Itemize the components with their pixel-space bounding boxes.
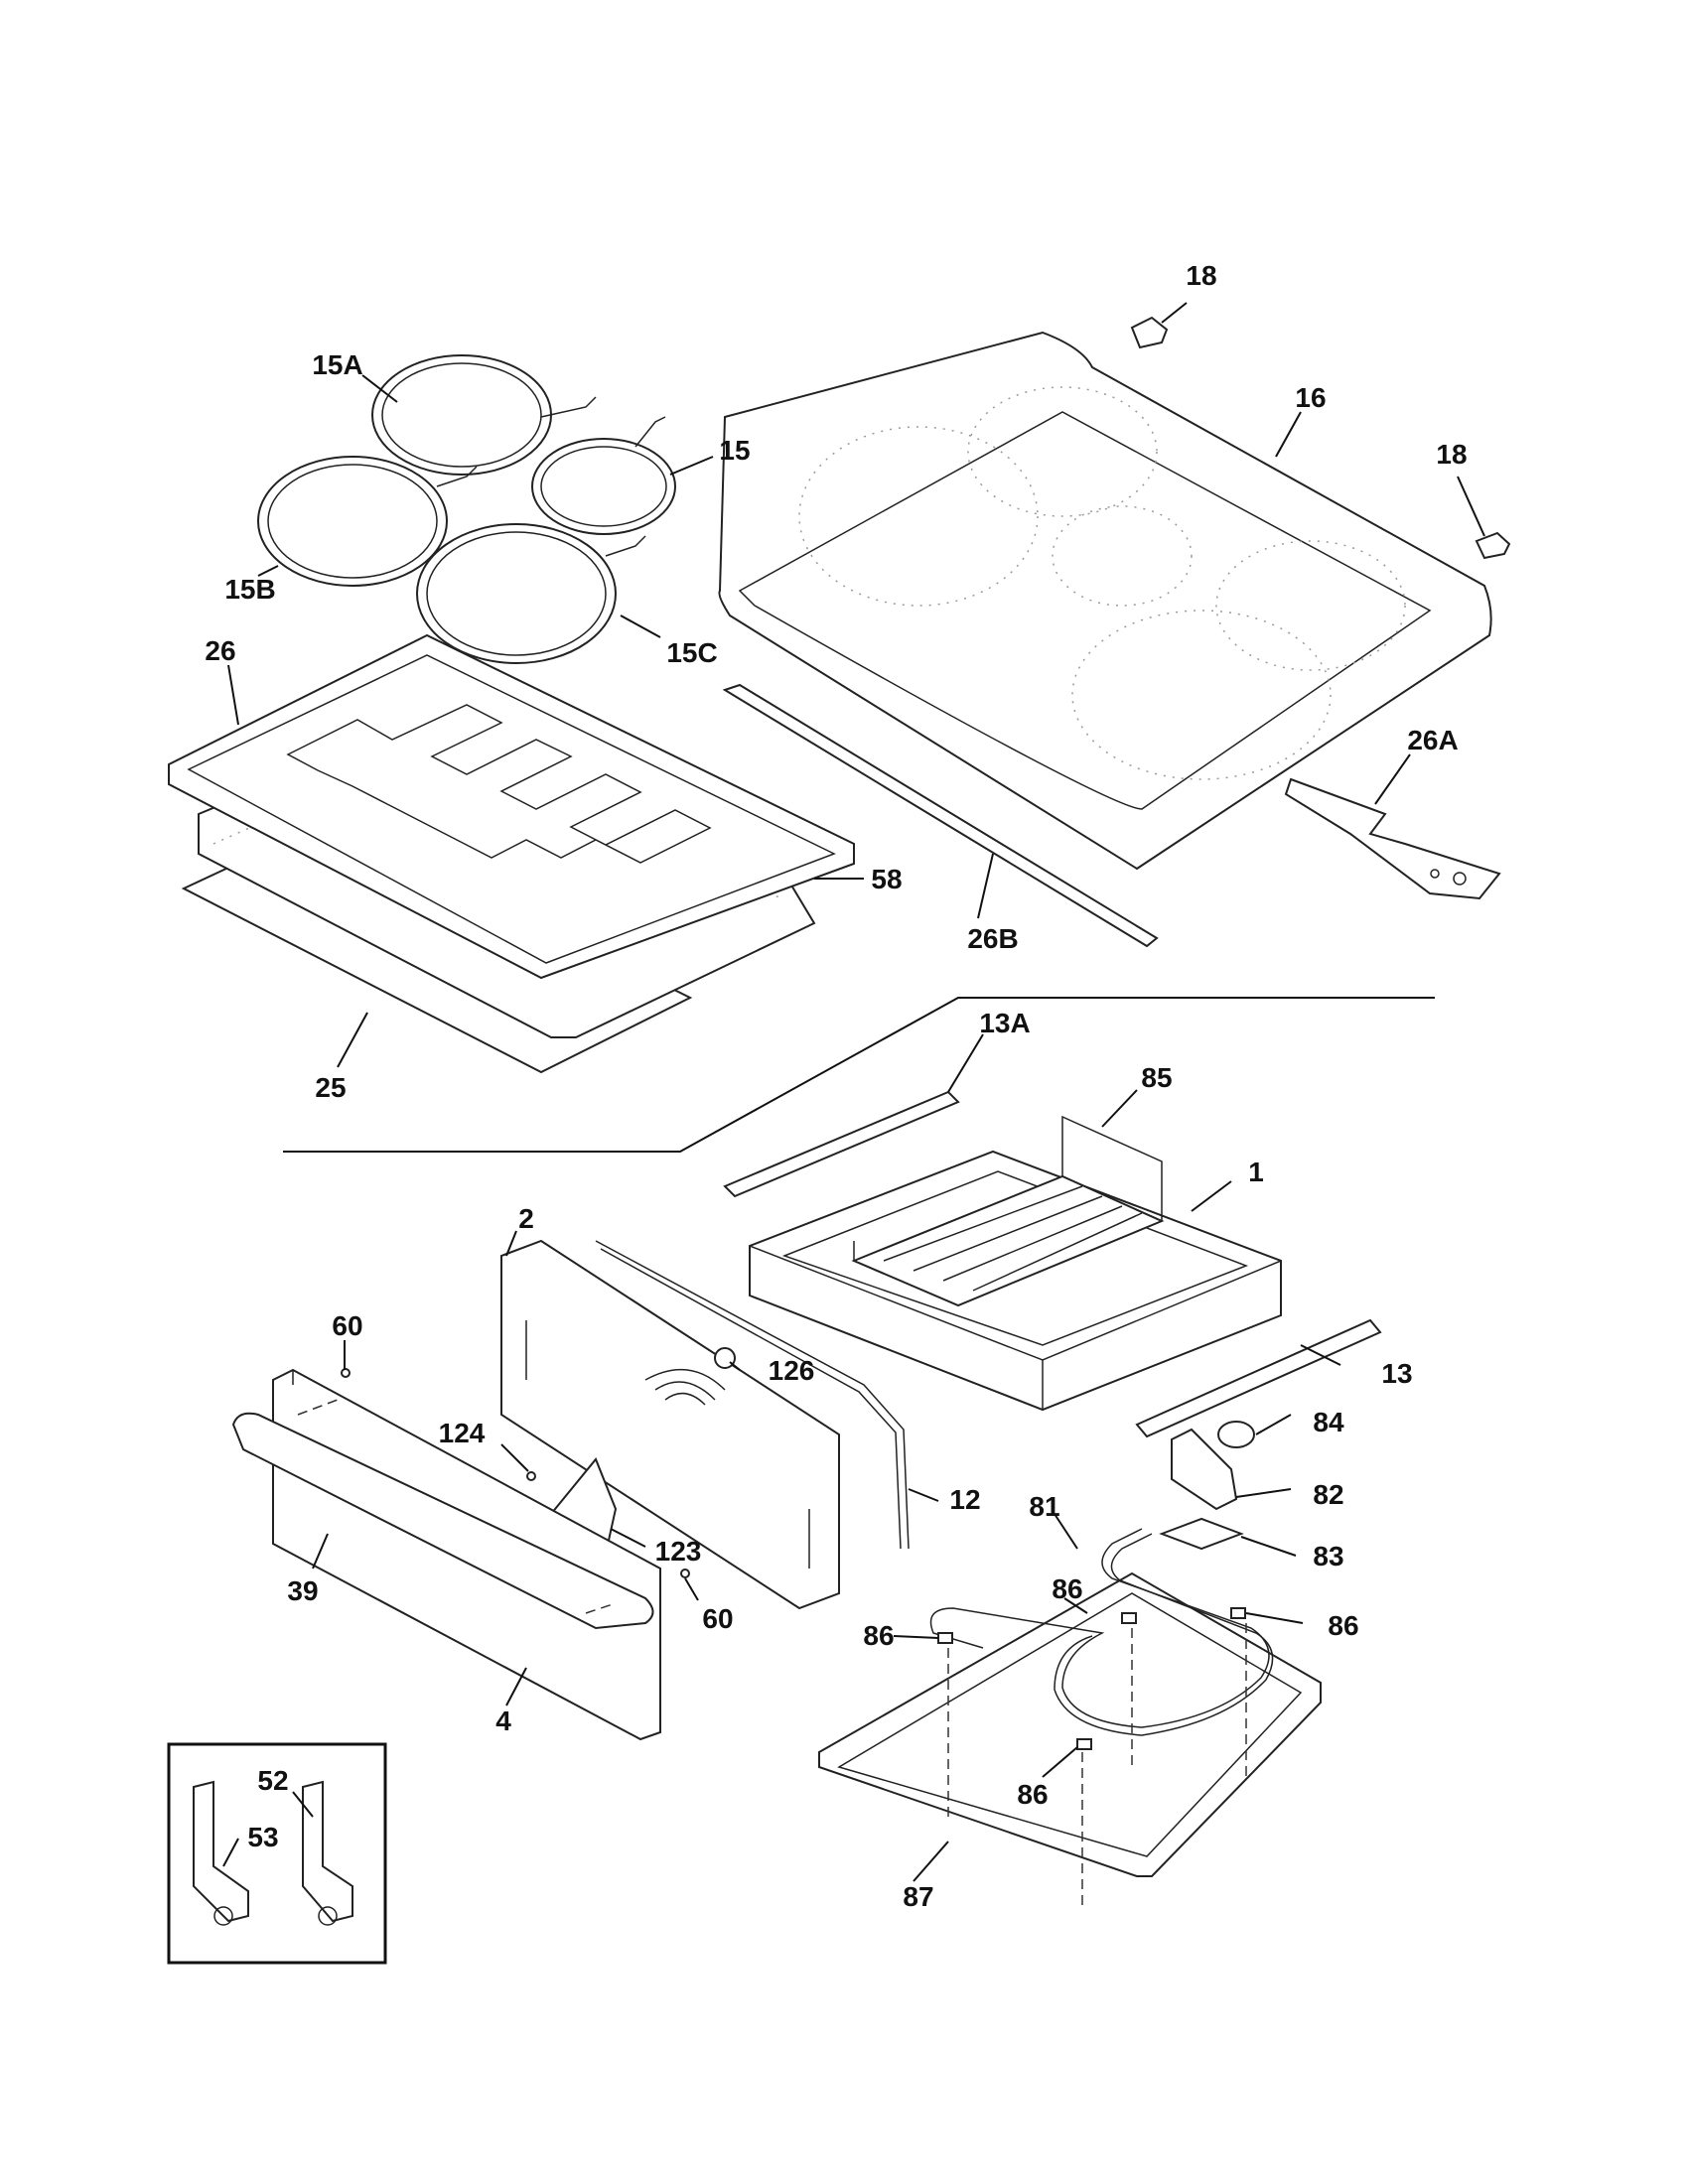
part-12-gasket: [595, 1240, 910, 1550]
label-18-top: 18: [1186, 260, 1216, 291]
part-60-screw-bottom: [680, 1569, 690, 1578]
part-82-bracket: [1171, 1428, 1238, 1511]
label-1: 1: [1248, 1157, 1264, 1187]
part-85-rack: [851, 1115, 1165, 1307]
label-85: 85: [1141, 1062, 1172, 1093]
label-13: 13: [1381, 1358, 1412, 1389]
part-83-plate: [1159, 1517, 1244, 1551]
label-87: 87: [903, 1881, 933, 1912]
label-15: 15: [719, 435, 750, 466]
leader-lines: [222, 302, 1485, 1882]
label-15A: 15A: [312, 349, 362, 380]
label-58: 58: [871, 864, 902, 894]
label-86-lower: 86: [1017, 1779, 1048, 1810]
label-26A: 26A: [1407, 725, 1458, 755]
part-126-knob: [714, 1347, 736, 1369]
part-87-bottom-pan: [818, 1571, 1322, 1877]
label-39: 39: [287, 1575, 318, 1606]
label-86-upper: 86: [1052, 1573, 1082, 1604]
part-124-screw: [526, 1471, 536, 1481]
part-18-clip-top: [1130, 316, 1169, 349]
label-4: 4: [495, 1706, 511, 1736]
label-15B: 15B: [224, 574, 275, 605]
label-2: 2: [518, 1203, 534, 1234]
part-2-drawer-panel: [500, 1239, 840, 1610]
part-15-burner: [531, 416, 676, 535]
label-86-left: 86: [863, 1620, 894, 1651]
mounting-guides: [947, 1623, 1247, 1911]
label-123: 123: [655, 1536, 702, 1567]
label-16: 16: [1295, 382, 1326, 413]
part-13-slide: [1135, 1318, 1382, 1438]
part-81-bake-element: [929, 1528, 1274, 1736]
part-53-glide: [193, 1780, 249, 1923]
label-60-bottom: 60: [702, 1603, 733, 1634]
part-15C-burner: [416, 523, 646, 664]
part-15A-burner: [371, 354, 597, 476]
part-18-clip-right: [1475, 531, 1511, 560]
callout-labels: 18 16 18 15A 15 15B 15C 26 26A 26B 58 25…: [205, 260, 1467, 1912]
label-81: 81: [1029, 1491, 1059, 1522]
part-39-handle: [231, 1399, 654, 1630]
label-82: 82: [1313, 1479, 1343, 1510]
part-86-clips: [937, 1607, 1246, 1750]
label-12: 12: [949, 1484, 980, 1515]
label-13A: 13A: [979, 1008, 1030, 1038]
part-52-glide: [302, 1780, 353, 1923]
label-126: 126: [769, 1355, 815, 1386]
part-84-thermostat: [1217, 1421, 1255, 1448]
label-86-right: 86: [1328, 1610, 1358, 1641]
label-26: 26: [205, 635, 235, 666]
label-52: 52: [257, 1765, 288, 1796]
label-124: 124: [439, 1418, 486, 1448]
part-60-screw-top: [341, 1368, 351, 1378]
inset-box: [167, 1742, 387, 1965]
part-16-cooktop-glass: [718, 331, 1492, 871]
part-26A-bracket: [1284, 777, 1501, 900]
label-26B: 26B: [967, 923, 1018, 954]
part-13A-slide: [723, 1090, 960, 1198]
part-26-frame: [168, 633, 855, 980]
part-15B-burner: [257, 456, 478, 587]
label-60-top: 60: [332, 1310, 362, 1341]
label-18-right: 18: [1436, 439, 1467, 470]
part-26B-trim: [722, 683, 1159, 948]
label-84: 84: [1313, 1407, 1344, 1437]
label-15C: 15C: [666, 637, 717, 668]
separator-line: [283, 997, 1435, 1153]
label-53: 53: [247, 1822, 278, 1852]
label-25: 25: [315, 1072, 346, 1103]
label-83: 83: [1313, 1541, 1343, 1571]
